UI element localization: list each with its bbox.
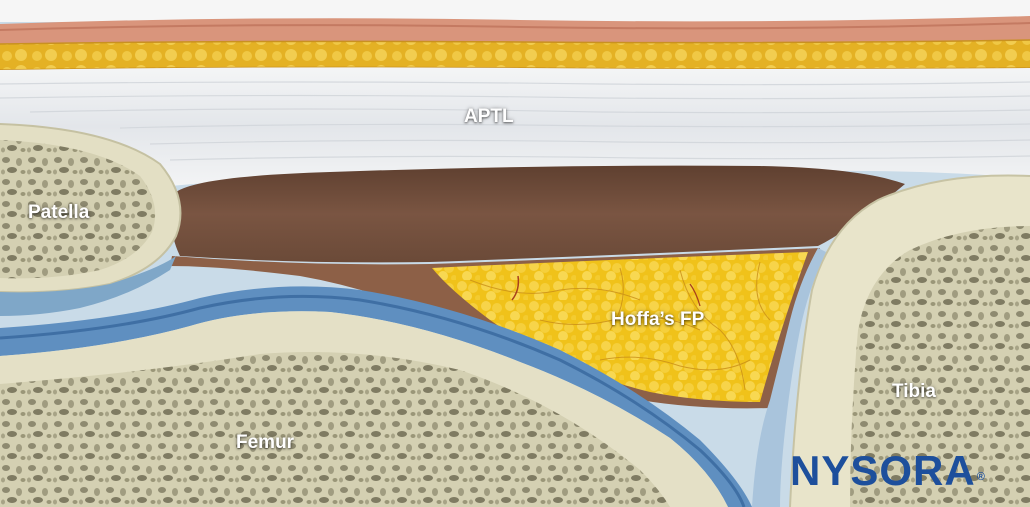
hoffas-fat-pad-label: Hoffa’s FP: [611, 309, 705, 330]
aptl-label: APTL: [464, 106, 514, 127]
registered-mark: ®: [976, 471, 986, 483]
femur-label: Femur: [236, 432, 295, 453]
nysora-logo: NYSORA®: [790, 446, 986, 496]
tibia-label: Tibia: [892, 381, 936, 402]
logo-text: NYSORA: [790, 447, 976, 494]
patella-label: Patella: [28, 202, 90, 223]
